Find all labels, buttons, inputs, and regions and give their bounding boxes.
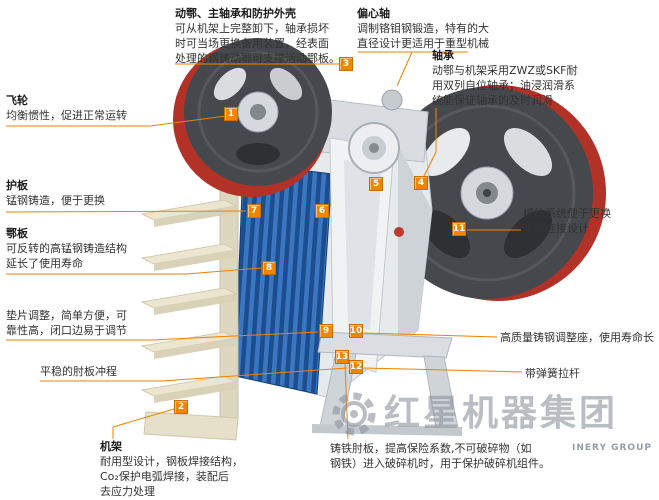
marker-3: 3: [339, 57, 353, 71]
callout-line: 均衡惯性，促进正常运转: [6, 109, 127, 122]
marker-7: 7: [247, 204, 261, 218]
callout-line: 可反转的高锰钢铸造结构: [6, 242, 127, 255]
callout-line: 无键连接设计: [523, 222, 589, 235]
callout-line: 时可当场更换备用装置，经表面: [175, 37, 329, 50]
watermark-latin-text: INERY GROUP: [572, 443, 652, 453]
callout-line: 铸铁肘板，提高保险系数,不可破碎物（如: [330, 442, 532, 455]
left-flywheel-illustration: [173, 38, 332, 197]
callout-title: 轴承: [432, 49, 454, 62]
callout-line: 模块系统便于更换: [523, 207, 611, 220]
watermark-brand-text: 红星机器集团: [384, 393, 619, 434]
callout-line: 去应力处理: [100, 485, 155, 498]
marker-5: 5: [369, 177, 383, 191]
callout-eccentric-shaft: 偏心轴 调制铬钼钢锻造，特有的大 直径设计更适用于重型机械: [357, 6, 489, 51]
callout-guard-plate: 护板 锰钢铸造，便于更换: [6, 178, 105, 208]
right-flywheel-illustration: [381, 85, 606, 301]
callout-line: Co₂保护电弧焊接，装配后: [100, 470, 229, 483]
callout-toggle-plate: 铸铁肘板，提高保险系数,不可破碎物（如 钢铁）进入破碎机时，用于保护破碎机组件。: [330, 441, 550, 471]
callout-bearing: 轴承 动鄂与机架采用ZWZ或SKF耐 用双列自位轴承；油浸润滑系 统能保证轴承的…: [432, 48, 577, 108]
callout-title: 护板: [6, 179, 28, 192]
gear-logo-icon: [332, 392, 376, 436]
callout-line: 垫片调整，简单方便，可: [6, 309, 127, 322]
callout-title: 偏心轴: [357, 7, 390, 20]
marker-11: 11: [452, 222, 466, 236]
callout-line: 直径设计更适用于重型机械: [357, 37, 489, 50]
marker-9: 9: [319, 324, 333, 338]
callout-toggle-stroke: 平稳的肘板冲程: [40, 364, 117, 379]
callout-module-system: 模块系统便于更换 无键连接设计: [523, 206, 611, 236]
callout-line: 处理的钢铸动鄂可支撑活动鄂板。: [175, 52, 340, 65]
callout-line: 延长了使用寿命: [6, 257, 83, 270]
marker-13: 13: [335, 350, 349, 364]
callout-title: 鄂板: [6, 227, 28, 240]
callout-frame: 机架 耐用型设计，钢板焊接结构， Co₂保护电弧焊接，装配后 去应力处理: [100, 439, 243, 499]
callout-line: 高质量铸钢调整座，使用寿命长: [500, 331, 654, 344]
callout-shim-adjust: 垫片调整，简单方便，可 靠性高，闭口边易于调节: [6, 308, 127, 338]
watermark: 红星机器集团: [330, 390, 618, 438]
marker-4: 4: [414, 176, 428, 190]
callout-line: 统能保证轴承的及时润滑: [432, 94, 553, 107]
callout-line: 平稳的肘板冲程: [40, 365, 117, 378]
feeder-stand-illustration: [140, 181, 239, 441]
callout-moving-jaw: 动鄂、主轴承和防护外壳 可从机架上完整卸下，轴承损坏 时可当场更换备用装置，经表…: [175, 6, 340, 66]
marker-1: 1: [224, 107, 238, 121]
callout-line: 耐用型设计，钢板焊接结构，: [100, 455, 243, 468]
callout-line: 钢铁）进入破碎机时，用于保护破碎机组件。: [330, 457, 550, 470]
marker-2: 2: [174, 400, 188, 414]
callout-spring-rod: 带弹簧拉杆: [525, 366, 580, 381]
callout-flywheel: 飞轮 均衡惯性，促进正常运转: [6, 93, 127, 123]
marker-8: 8: [262, 261, 276, 275]
callout-title: 飞轮: [6, 94, 28, 107]
callout-line: 可从机架上完整卸下，轴承损坏: [175, 22, 329, 35]
callout-line: 调制铬钼钢锻造，特有的大: [357, 22, 489, 35]
callout-title: 机架: [100, 440, 122, 453]
callout-line: 靠性高，闭口边易于调节: [6, 324, 127, 337]
marker-12: 12: [349, 360, 363, 374]
crusher-body-illustration: [234, 89, 433, 399]
marker-6: 6: [315, 204, 329, 218]
callout-line: 动鄂与机架采用ZWZ或SKF耐: [432, 64, 578, 77]
callout-line: 锰钢铸造，便于更换: [6, 194, 105, 207]
callout-title: 动鄂、主轴承和防护外壳: [175, 7, 296, 20]
callout-jaw-plate: 鄂板 可反转的高锰钢铸造结构 延长了使用寿命: [6, 226, 127, 271]
callout-adjust-seat: 高质量铸钢调整座，使用寿命长: [500, 330, 654, 345]
callout-line: 用双列自位轴承；油浸润滑系: [432, 79, 575, 92]
marker-10: 10: [349, 324, 363, 338]
callout-line: 带弹簧拉杆: [525, 367, 580, 380]
